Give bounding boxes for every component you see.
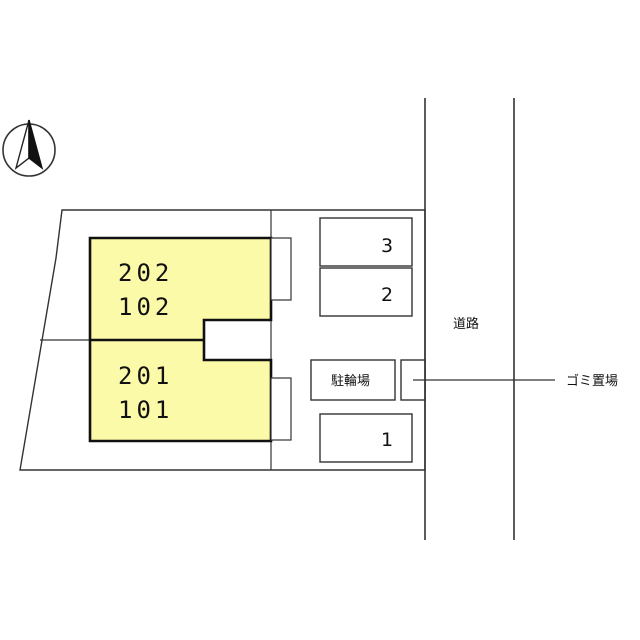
unit-label-101: 101 <box>118 396 173 424</box>
garbage-label: ゴミ置場 <box>566 373 618 389</box>
balcony-lower <box>270 377 292 441</box>
parking-slot-1 <box>319 413 413 463</box>
unit-label-202: 202 <box>118 259 173 287</box>
bicycle-parking <box>310 359 396 401</box>
balcony-upper <box>270 237 292 301</box>
parking-slot-2 <box>319 267 413 317</box>
parking-slot-3-number: 3 <box>381 235 393 257</box>
parking-slot-1-number: 1 <box>381 429 393 451</box>
road-label: 道路 <box>453 316 479 332</box>
unit-label-102: 102 <box>118 293 173 321</box>
bicycle-parking-label: 駐輪場 <box>331 373 370 389</box>
lot-boundary <box>19 209 426 471</box>
parking-slot-2-number: 2 <box>381 284 393 306</box>
parking-slot-3 <box>319 217 413 267</box>
unit-label-201: 201 <box>118 362 173 390</box>
north-arrow-icon <box>2 119 56 177</box>
